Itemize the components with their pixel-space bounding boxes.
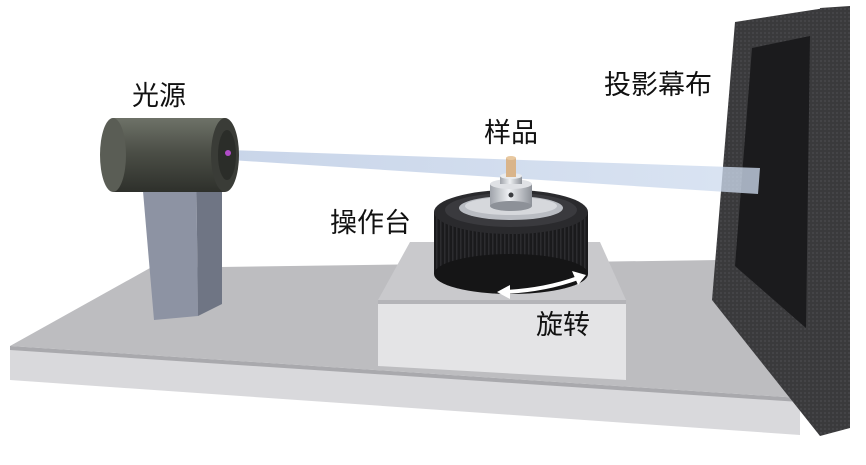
light-source-post [140, 152, 222, 320]
light-beam [228, 150, 760, 194]
screen-face [735, 36, 810, 328]
base-front [10, 346, 800, 435]
light-source [100, 118, 239, 192]
base-front-shadow [10, 346, 800, 402]
turntable [434, 173, 588, 294]
sample-label: 样品 [484, 118, 538, 149]
rotation-arrow-icon [497, 271, 586, 299]
light-source-emitter [225, 150, 231, 156]
screen-label: 投影幕布 [604, 70, 712, 101]
projection-screen [712, 6, 850, 436]
stage-front [378, 300, 626, 380]
screen-side [820, 6, 850, 436]
stage-label: 操作台 [330, 208, 411, 239]
rotation-label: 旋转 [536, 310, 590, 341]
sample [506, 156, 516, 177]
light-source-label: 光源 [132, 81, 186, 112]
